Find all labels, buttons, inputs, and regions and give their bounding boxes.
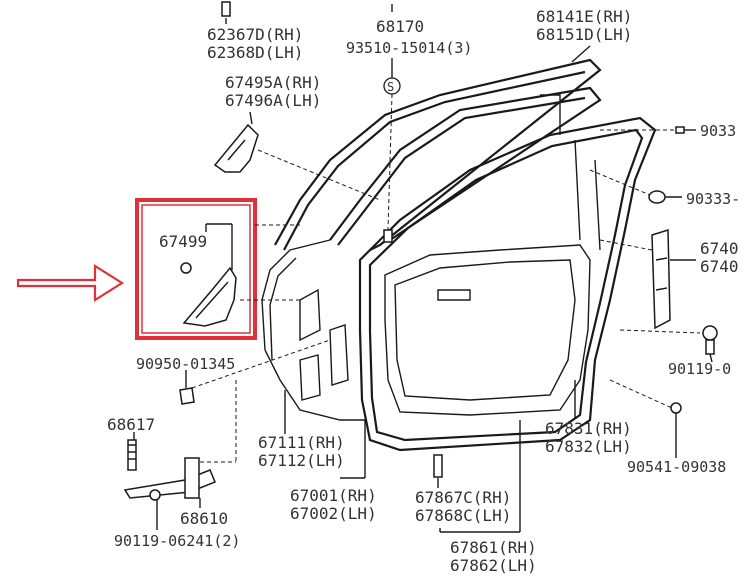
label-90333: 90333- bbox=[686, 190, 740, 208]
label-67832: 67832(LH) bbox=[545, 437, 632, 456]
label-93510: 93510-15014(3) bbox=[346, 39, 472, 57]
label-68151D: 68151D(LH) bbox=[536, 25, 632, 44]
label-6740-rh: 6740 bbox=[700, 239, 739, 258]
label-67867C: 67867C(RH) bbox=[415, 488, 511, 507]
door-frame bbox=[261, 58, 657, 452]
label-67002: 67002(LH) bbox=[290, 504, 377, 523]
label-67111: 67111(RH) bbox=[258, 433, 345, 452]
label-90541: 90541-09038 bbox=[627, 458, 726, 476]
label-67862: 67862(LH) bbox=[450, 556, 537, 575]
part-check-68610 bbox=[123, 457, 216, 501]
part-hinge-6740 bbox=[651, 228, 671, 330]
part-cover-67499 bbox=[180, 262, 237, 327]
part-bracket-67495 bbox=[213, 123, 259, 173]
part-bolt-67867 bbox=[433, 454, 443, 478]
label-67861: 67861(RH) bbox=[450, 538, 537, 557]
leader-lines bbox=[133, 4, 713, 533]
label-67001: 67001(RH) bbox=[290, 486, 377, 505]
label-62367D: 62367D(RH) bbox=[207, 25, 303, 44]
part-labels: 62367D(RH) 62368D(LH) 68170 93510-15014(… bbox=[107, 7, 740, 575]
label-90119-06241: 90119-06241(2) bbox=[114, 532, 240, 550]
label-68610: 68610 bbox=[180, 509, 228, 528]
part-bolt-90119 bbox=[702, 325, 718, 355]
label-67831: 67831(RH) bbox=[545, 419, 632, 438]
part-bolt-68617 bbox=[127, 439, 137, 471]
label-67496A: 67496A(LH) bbox=[225, 91, 321, 110]
label-90119-right: 90119-0 bbox=[668, 360, 731, 378]
label-62368D: 62368D(LH) bbox=[207, 43, 303, 62]
label-6740-lh: 6740 bbox=[700, 257, 739, 276]
part-clip-90541 bbox=[670, 402, 682, 414]
label-90950: 90950-01345 bbox=[136, 355, 235, 373]
label-68617: 68617 bbox=[107, 415, 155, 434]
label-9033-top: 9033 bbox=[700, 122, 736, 140]
label-67495A: 67495A(RH) bbox=[225, 73, 321, 92]
part-bolt-62367 bbox=[221, 1, 231, 17]
part-clip-90950 bbox=[179, 387, 195, 405]
label-67499: 67499 bbox=[159, 232, 207, 251]
label-S-symbol: S bbox=[387, 80, 394, 94]
highlight-box bbox=[135, 198, 257, 340]
label-67112: 67112(LH) bbox=[258, 451, 345, 470]
part-grommet-90333 bbox=[648, 126, 685, 204]
highlight-arrow bbox=[16, 264, 125, 302]
label-68141E: 68141E(RH) bbox=[536, 7, 632, 26]
label-67868C: 67868C(LH) bbox=[415, 506, 511, 525]
label-68170: 68170 bbox=[376, 17, 424, 36]
